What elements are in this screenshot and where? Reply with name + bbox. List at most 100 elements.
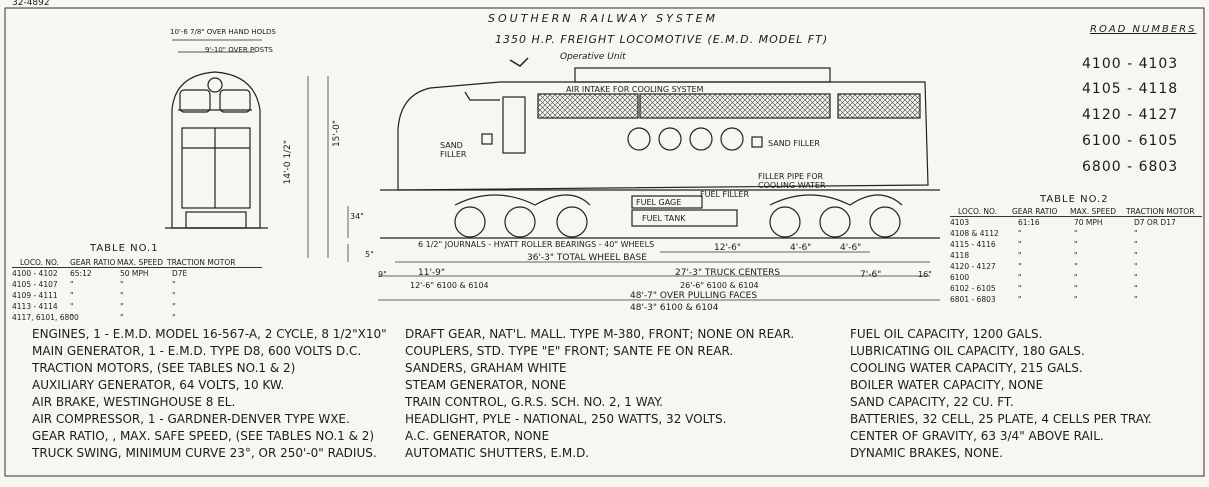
table1-cell: " [120, 313, 124, 322]
spec-line: TRACTION MOTORS, (SEE TABLES NO.1 & 2) [32, 361, 296, 375]
table1-header: LOCO. NO. GEAR RATIO MAX. SPEED TRACTION… [12, 258, 262, 268]
road-number: 4105 - 4118 [1082, 81, 1179, 97]
dim-truck-centers: 27'-3" TRUCK CENTERS [675, 268, 781, 278]
rear-truck [769, 194, 903, 238]
locomotive-model: 1350 H.P. FREIGHT LOCOMOTIVE (E.M.D. MOD… [495, 33, 829, 46]
table1-cell: 50 MPH [120, 269, 149, 278]
table2-cell: " [1018, 229, 1022, 238]
dim-over-pulling-var: 48'-3" 6100 & 6104 [630, 303, 719, 313]
spec-line: AIR COMPRESSOR, 1 - GARDNER-DENVER TYPE … [32, 412, 350, 426]
table2-cell: " [1074, 240, 1078, 249]
table1-cell: " [172, 302, 176, 311]
dim-7-6: 7'-6" [860, 270, 882, 280]
table2-cell: " [1134, 240, 1138, 249]
table2-cell: 4108 & 4112 [950, 229, 999, 238]
road-number: 4100 - 4103 [1082, 56, 1179, 72]
table1-cell: " [172, 280, 176, 289]
spec-line: TRAIN CONTROL, G.R.S. SCH. NO. 2, 1 WAY. [405, 395, 663, 409]
dim-total-wheel-base: 36'-3" TOTAL WHEEL BASE [527, 253, 647, 263]
table2-header-cell: GEAR RATIO [1012, 207, 1058, 216]
spec-line: SAND CAPACITY, 22 CU. FT. [850, 395, 1014, 409]
spec-line: ENGINES, 1 - E.M.D. MODEL 16-567-A, 2 CY… [32, 327, 387, 341]
table2-header-cell: LOCO. NO. [958, 207, 998, 216]
dim-4-6-a: 4'-6" [790, 243, 812, 253]
table1-cell: 65:12 [70, 269, 92, 278]
spec-line: FUEL OIL CAPACITY, 1200 GALS. [850, 327, 1043, 341]
spec-line: DYNAMIC BRAKES, NONE. [850, 446, 1003, 460]
spec-line: BATTERIES, 32 CELL, 25 PLATE, 4 CELLS PE… [850, 412, 1152, 426]
table2-cell: 4115 - 4116 [950, 240, 996, 249]
table1-cell: " [172, 291, 176, 300]
spec-line: CENTER OF GRAVITY, 63 3/4" ABOVE RAIL. [850, 429, 1104, 443]
table2-cell: " [1018, 295, 1022, 304]
specs-left: ENGINES, 1 - E.M.D. MODEL 16-567-A, 2 CY… [32, 326, 387, 462]
dim-11-9: 11'-9" [418, 268, 446, 278]
table1-cell: 4100 - 4102 [12, 269, 58, 278]
table2-cell: 4103 [950, 218, 970, 227]
table2-cell: " [1134, 284, 1138, 293]
table1-cell: " [120, 280, 124, 289]
table1-cell: " [70, 291, 74, 300]
spec-line: BOILER WATER CAPACITY, NONE [850, 378, 1044, 392]
end-view [165, 39, 349, 262]
dim-34: 34" [350, 212, 364, 221]
operative-unit: Operative Unit [560, 52, 626, 62]
table1-title: TABLE NO.1 [90, 243, 159, 254]
dim-16: 16" [918, 270, 932, 279]
table1-cell: " [120, 302, 124, 311]
table2-cell: " [1018, 240, 1022, 249]
table1-cell: 4113 - 4114 [12, 302, 58, 311]
label-fuel-gage: FUEL GAGE [636, 198, 682, 207]
dim-4-6-b: 4'-6" [840, 243, 862, 253]
label-fuel-filler: FUEL FILLER [700, 190, 749, 199]
specs-middle: DRAFT GEAR, NAT'L. MALL. TYPE M-380, FRO… [405, 326, 794, 462]
side-view [380, 57, 940, 239]
table1-header-cell: TRACTION MOTOR [167, 258, 236, 267]
drawing-number: 32-4892 [12, 0, 50, 8]
table2-cell: D7 OR D17 [1134, 218, 1176, 227]
table1-cell: " [70, 313, 74, 322]
table2-header-cell: TRACTION MOTOR [1126, 207, 1195, 216]
spec-line: AIR BRAKE, WESTINGHOUSE 8 EL. [32, 395, 236, 409]
table2-cell: " [1134, 262, 1138, 271]
dim-26-6: 26'-6" 6100 & 6104 [680, 281, 759, 290]
table1-header-cell: MAX. SPEED [117, 258, 164, 267]
table1-cell: 4117, 6101, 6800 [12, 313, 79, 322]
table1-header-cell: GEAR RATIO [70, 258, 116, 267]
specs-right: FUEL OIL CAPACITY, 1200 GALS. LUBRICATIN… [850, 326, 1152, 462]
table2-cell: " [1018, 262, 1022, 271]
dim-9: 9" [378, 270, 387, 279]
spec-line: COUPLERS, STD. TYPE "E" FRONT; SANTE FE … [405, 344, 734, 358]
table2-cell: " [1134, 273, 1138, 282]
table1-cell: " [70, 302, 74, 311]
dim-12-6-var: 12'-6" 6100 & 6104 [410, 281, 489, 290]
table1-cell: 4105 - 4107 [12, 280, 58, 289]
table1-cell: " [120, 291, 124, 300]
table2-header: LOCO. NO. GEAR RATIO MAX. SPEED TRACTION… [950, 207, 1202, 217]
table1-cell: D7E [172, 269, 188, 278]
dim-over-pulling-faces: 48'-7" OVER PULLING FACES [630, 291, 758, 301]
label-fuel-tank: FUEL TANK [642, 214, 686, 223]
table1-cell: " [172, 313, 176, 322]
spec-line: MAIN GENERATOR, 1 - E.M.D. TYPE D8, 600 … [32, 344, 362, 358]
label-air-intake: AIR INTAKE FOR COOLING SYSTEM [566, 85, 704, 94]
table2-cell: " [1018, 284, 1022, 293]
table2-cell: 6801 - 6803 [950, 295, 996, 304]
table2-cell: " [1074, 295, 1078, 304]
front-truck [454, 194, 591, 238]
table2-cell: " [1074, 284, 1078, 293]
spec-line: AUXILIARY GENERATOR, 64 VOLTS, 10 KW. [32, 378, 285, 392]
table2-cell: 70 MPH [1074, 218, 1103, 227]
dim-height-total: 15'-0" [332, 120, 342, 148]
table2-cell: 4120 - 4127 [950, 262, 996, 271]
dim-12-6: 12'-6" [714, 243, 742, 253]
table2-cell: " [1018, 273, 1022, 282]
spec-line: HEADLIGHT, PYLE - NATIONAL, 250 WATTS, 3… [405, 412, 727, 426]
railway-title: SOUTHERN RAILWAY SYSTEM [488, 12, 719, 25]
table1-header-cell: LOCO. NO. [20, 258, 60, 267]
spec-line: SANDERS, GRAHAM WHITE [405, 361, 567, 375]
spec-line: LUBRICATING OIL CAPACITY, 180 GALS. [850, 344, 1085, 358]
table2-cell: " [1018, 251, 1022, 260]
